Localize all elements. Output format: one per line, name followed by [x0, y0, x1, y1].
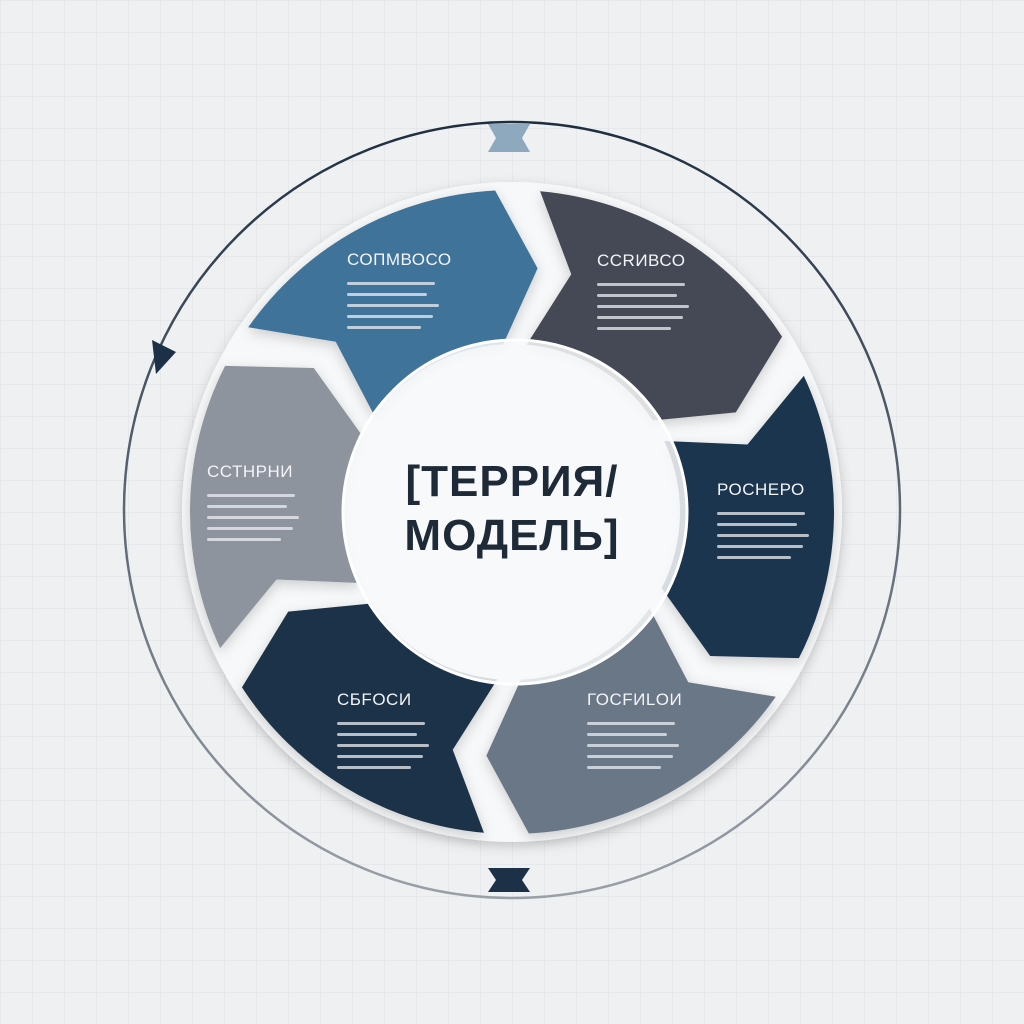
- segment-label: СОПМВОСО: [347, 250, 452, 269]
- segment-4: [486, 608, 776, 834]
- segment-body-text: [337, 722, 429, 777]
- bottom-marker-icon: [488, 868, 530, 892]
- segment-label: РОСНЕРО: [717, 480, 805, 499]
- center-title: [ТЕРРИЯ/ МОДЕЛЬ]: [404, 457, 620, 560]
- segment-body-text: [207, 494, 299, 549]
- segment-label: ГОСFИLОИ: [587, 690, 683, 709]
- outer-ring: [122, 120, 902, 900]
- top-marker-icon: [488, 124, 530, 152]
- arrow-marker-icon: [152, 340, 176, 374]
- segment-label: ССТНРНИ: [207, 462, 293, 481]
- segment-label: ССRИВСО: [597, 251, 686, 270]
- segment-3: [661, 375, 835, 659]
- segment-body-text: [347, 282, 439, 337]
- center-circle: [341, 338, 689, 686]
- segment-body-text: [587, 722, 679, 777]
- segment-body-text: [597, 283, 689, 338]
- segment-label: СБFОСИ: [337, 690, 412, 709]
- segment-1: [248, 190, 538, 416]
- segment-body-text: [717, 512, 809, 567]
